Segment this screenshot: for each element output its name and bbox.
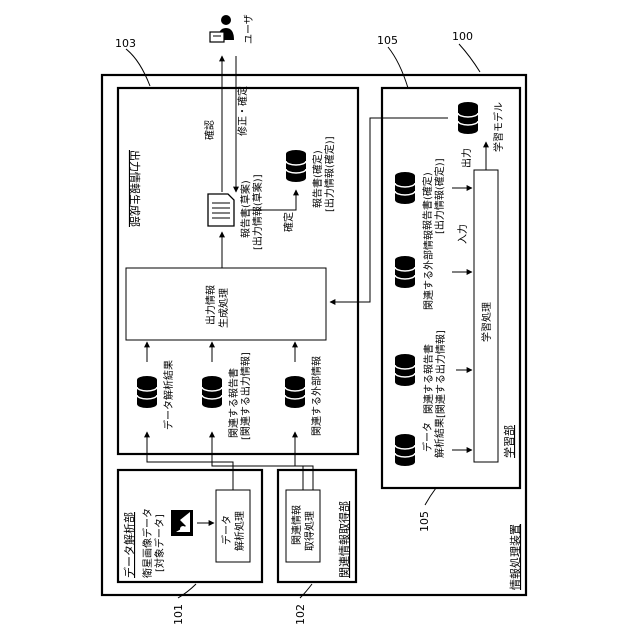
- draft-label-2: [出力情報(草案)]: [251, 174, 264, 250]
- confirm-label: 確認: [203, 120, 216, 140]
- draft-label-1: 報告書(草案): [239, 180, 252, 238]
- learn-db-final-label-2: [出力情報(確定)]: [433, 158, 446, 234]
- db-related-report-label-1: 関連する報告書: [227, 368, 240, 438]
- db-external-info-icon: [285, 376, 305, 408]
- learn-db-final-label-1: 報告書(確定): [421, 172, 434, 230]
- flow-analysis-to-db: [147, 432, 233, 490]
- learning-process-label: 学習処理: [480, 302, 493, 342]
- ref-105-top: 105: [377, 34, 398, 47]
- learn-db-analysis-icon: [395, 434, 415, 466]
- satellite-data-label-2: [対象データ]: [153, 514, 166, 572]
- db-analysis-result-icon: [137, 376, 157, 408]
- image-icon: [171, 510, 193, 536]
- db-external-info-label: 関連する外部情報: [310, 356, 323, 436]
- ref-100-leader: [459, 44, 480, 72]
- commit-label: 確定: [282, 212, 295, 232]
- learn-db-analysis-label-1: データ: [421, 422, 434, 452]
- final-report-label-1: 報告書(確定): [311, 150, 324, 208]
- fix-confirm-label: 修正・確定: [236, 86, 249, 136]
- output-unit-title: 出力情報生成部: [128, 150, 142, 227]
- final-report-label-2: [出力情報(確定)]: [323, 136, 336, 212]
- user-icon: [210, 15, 234, 42]
- input-label: 入力: [456, 224, 469, 244]
- ref-105-bottom-leader: [425, 488, 436, 505]
- db-related-report-label-2: [関連する出力情報]: [239, 352, 252, 440]
- document-icon: [208, 194, 234, 226]
- db-related-report-icon: [202, 376, 222, 408]
- related-process-label-1: 関連情報: [290, 505, 303, 545]
- generation-process-label-1: 出力情報: [204, 285, 217, 325]
- analysis-process-label-2: 解析処理: [233, 511, 246, 551]
- ref-105-top-leader: [388, 47, 408, 88]
- device-title: 情報処理装置: [509, 524, 522, 590]
- user-label: ユーザ: [243, 14, 255, 44]
- learn-db-related-icon: [395, 354, 415, 386]
- generation-process-label-2: 生成処理: [217, 288, 230, 328]
- learning-unit-title: 学習部: [502, 425, 516, 458]
- learn-db-external-label: 関連する外部情報: [422, 230, 435, 310]
- learn-db-final-icon: [395, 172, 415, 204]
- related-unit-title: 関連情報取得部: [337, 501, 351, 578]
- learn-db-related-label-2: [関連する出力情報]: [434, 330, 447, 418]
- satellite-data-label-1: 衛星画像データ: [141, 508, 154, 578]
- db-analysis-result-label: データ解析結果: [162, 360, 175, 430]
- analysis-process-label-1: データ: [220, 515, 233, 545]
- learn-db-analysis-label-2: 解析結果: [433, 418, 446, 458]
- learn-db-external-icon: [395, 256, 415, 288]
- related-process-label-2: 取得処理: [303, 511, 316, 551]
- flow-related-to-external-db: [295, 432, 313, 490]
- analysis-unit-title: データ解析部: [122, 512, 136, 578]
- ref-102: 102: [294, 604, 307, 625]
- ref-100: 100: [452, 30, 473, 43]
- ref-105-bottom: 105: [418, 511, 431, 532]
- flow-related-to-report-db: [212, 432, 303, 490]
- output-label: 出力: [460, 148, 473, 168]
- ref-101: 101: [172, 604, 185, 625]
- learning-model-icon: [458, 102, 478, 134]
- db-final-report-icon: [286, 150, 306, 182]
- ref-103: 103: [115, 37, 136, 50]
- learn-db-related-label-1: 関連する報告書: [422, 344, 435, 414]
- ref-103-leader: [126, 49, 150, 86]
- learning-model-label: 学習モデル: [492, 102, 505, 152]
